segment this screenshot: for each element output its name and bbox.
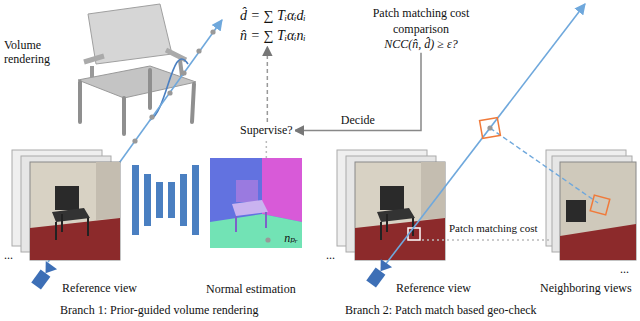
ray-samples xyxy=(132,29,215,143)
normal-map: nₚᵣNormal estimation xyxy=(210,158,302,248)
shape-part xyxy=(566,200,586,222)
node-text: Supervise? xyxy=(240,123,293,138)
formula-block: d̂ = ∑ Tᵢαᵢdᵢn̂ = ∑ Tᵢαᵢnᵢ xyxy=(240,6,306,47)
reference-patch xyxy=(408,228,420,240)
shape-part xyxy=(156,182,163,218)
shape-part xyxy=(196,48,201,53)
reference-images xyxy=(337,150,445,260)
camera xyxy=(365,259,392,288)
node-text: Patch matching cost comparison xyxy=(356,6,486,37)
node-subtext: n̂ = ∑ Tᵢαᵢnᵢ xyxy=(240,26,306,46)
shape-part xyxy=(30,162,120,260)
shape-part xyxy=(210,214,302,248)
ellipsis: ... xyxy=(620,262,629,276)
shape-part xyxy=(180,174,187,226)
view-label: Neighboring views xyxy=(540,281,632,295)
shape-part xyxy=(55,186,79,210)
neighbor-images xyxy=(546,150,636,260)
shape-part xyxy=(40,261,57,277)
reference-images xyxy=(12,150,120,260)
patch-square xyxy=(480,118,501,139)
shape-part xyxy=(96,162,120,220)
cost-label: Patch matching cost xyxy=(448,222,539,235)
branch-caption: Branch 1: Prior-guided volume rendering xyxy=(60,303,258,317)
ray-sample xyxy=(487,125,492,130)
shape-part xyxy=(144,174,151,226)
node-text: nₚᵣ xyxy=(282,231,300,246)
projection-ray xyxy=(490,128,598,203)
shape-part xyxy=(132,165,139,235)
connector xyxy=(266,139,268,158)
supervise-decision: Supervise? xyxy=(238,122,295,139)
shape-part xyxy=(192,165,199,235)
shape-part xyxy=(375,259,392,275)
node-text: d̂ = ∑ Tᵢαᵢdᵢ xyxy=(240,6,306,26)
shape-part xyxy=(210,29,215,34)
shape-part xyxy=(366,268,385,288)
shape-part xyxy=(56,214,88,240)
view-label: Reference view xyxy=(62,281,137,295)
edge-label: Decide xyxy=(339,113,377,128)
shape-part xyxy=(132,138,137,143)
cost-comparison: Patch matching cost comparisonNCC(n̂, d̂… xyxy=(356,6,486,53)
network-bars xyxy=(132,165,199,235)
chair-render xyxy=(78,4,196,134)
shape-part xyxy=(31,270,50,290)
shape-part xyxy=(30,218,120,260)
node-subtext: NCC(n̂, d̂) ≥ ε? xyxy=(356,37,486,53)
shape-part xyxy=(168,182,175,218)
ellipsis: ... xyxy=(4,248,13,262)
shape-part xyxy=(80,70,194,134)
node-subtext: Normal estimation xyxy=(206,282,296,297)
connector xyxy=(267,47,269,122)
shape-part xyxy=(236,180,258,202)
shape-part xyxy=(232,200,268,216)
shape-part xyxy=(236,212,266,232)
shape-part xyxy=(265,237,270,242)
shape-part xyxy=(210,158,302,248)
shape-part xyxy=(560,224,636,260)
shape-part xyxy=(52,208,90,222)
shape-part xyxy=(167,90,172,95)
branch-caption: Branch 2: Patch match based geo-check xyxy=(345,303,537,317)
view-label: Reference view xyxy=(396,281,471,295)
shape-part xyxy=(181,70,186,75)
part-label: Volume rendering xyxy=(4,38,62,67)
ellipsis: ... xyxy=(326,248,335,262)
shape-part xyxy=(262,158,302,222)
shape-part xyxy=(149,114,154,119)
patch-link xyxy=(422,239,552,241)
shape-part xyxy=(560,162,636,260)
patch-square xyxy=(590,195,610,215)
normal-map-image xyxy=(210,158,302,248)
shape-part xyxy=(84,50,186,62)
camera xyxy=(30,261,57,290)
connector xyxy=(295,53,421,131)
